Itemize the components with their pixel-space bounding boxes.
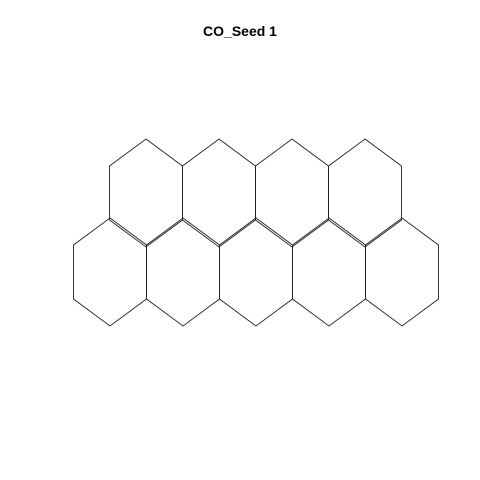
hex-cell-r2-c3 [219,217,293,327]
hex-cell-r1-c4 [328,138,402,248]
hex-cell-r1-c1 [109,138,183,248]
hex-cell-r2-c4 [292,217,366,327]
hex-cell-r1-c2 [182,138,256,248]
hex-cell-r1-c3 [255,138,329,248]
hex-cell-r2-c1 [73,217,147,327]
hex-cell-r2-c2 [146,217,220,327]
plot-title: CO_Seed 1 [203,23,277,39]
hex-cell-r2-c5 [365,217,439,327]
